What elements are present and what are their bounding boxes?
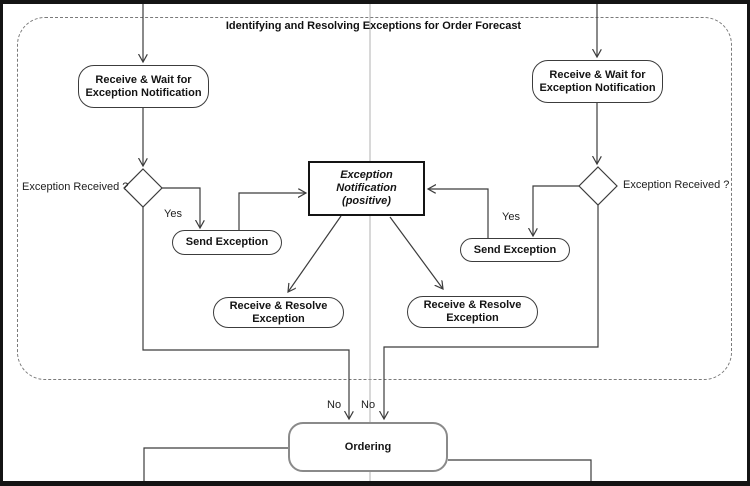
yes-label-left: Yes [164, 208, 182, 220]
decision-label-right: Exception Received ? [623, 179, 730, 191]
node-label: Exception [446, 312, 499, 324]
arrow-yes-left [162, 187, 200, 228]
decision-label-left: Exception Received ? [22, 181, 129, 193]
yes-label-right: Yes [502, 211, 520, 223]
arrow-send-to-central-left [238, 193, 306, 230]
node-send-exception-left: Send Exception [172, 230, 282, 255]
node-label: (positive) [342, 195, 391, 207]
connector-ordering-right [448, 459, 592, 481]
decision-diamond-right [578, 166, 618, 206]
node-label: Send Exception [473, 243, 557, 256]
diagram-title: Identifying and Resolving Exceptions for… [225, 20, 522, 32]
arrow-no-left [142, 207, 349, 419]
node-label: Receive & Resolve [423, 299, 522, 311]
node-receive-resolve-right: Receive & Resolve Exception [407, 296, 538, 328]
arrow-central-to-resolve-right [389, 216, 443, 289]
node-receive-resolve-left: Receive & Resolve Exception [213, 297, 344, 328]
arrow-no-right [384, 205, 599, 419]
connector-ordering-left [143, 447, 288, 481]
node-ordering: Ordering [288, 422, 448, 472]
node-label: Receive & Resolve [229, 299, 328, 312]
node-label: Receive & Wait for [95, 73, 192, 86]
decision-diamond-left [123, 168, 163, 208]
node-label: Ordering [344, 440, 392, 453]
process-boundary [17, 17, 732, 380]
node-receive-wait-left: Receive & Wait for Exception Notificatio… [78, 65, 209, 108]
arrow-central-to-resolve-left [288, 215, 342, 292]
arrow-send-to-central-right [428, 189, 489, 238]
node-label: Exception [252, 312, 305, 325]
node-label: Exception Notification [85, 86, 202, 99]
node-send-exception-right: Send Exception [460, 238, 570, 262]
node-label: Send Exception [185, 236, 269, 248]
node-label: Receive & Wait for [549, 68, 646, 81]
node-receive-wait-right: Receive & Wait for Exception Notificatio… [532, 60, 663, 103]
arrow-yes-right [533, 185, 579, 236]
node-label: Exception Notification [336, 169, 397, 194]
no-label-right: No [361, 399, 376, 411]
node-label: Exception Notification [539, 81, 656, 94]
no-label-left: No [327, 399, 342, 411]
node-exception-notification: Exception Notification (positive) [308, 161, 425, 216]
